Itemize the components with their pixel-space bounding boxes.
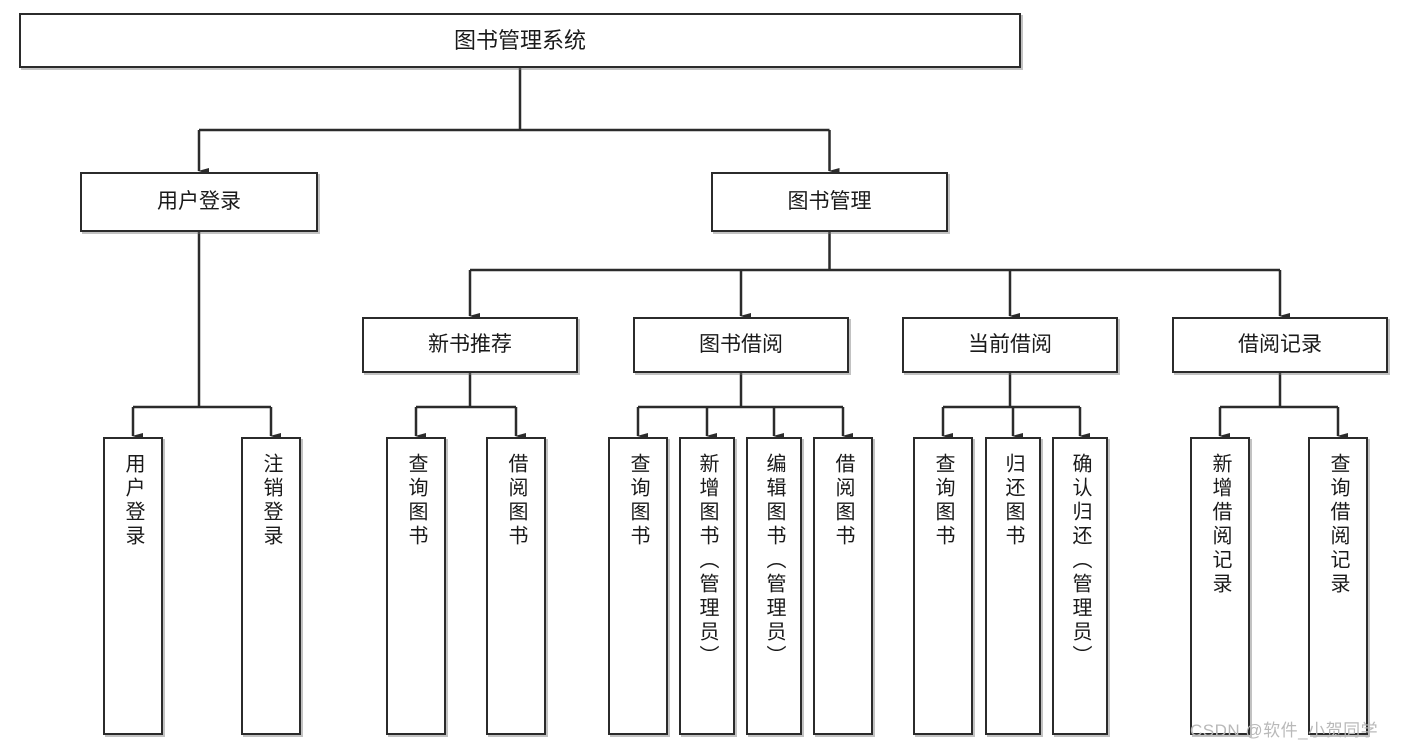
node-label: 借阅记录 xyxy=(1238,332,1322,356)
node-l_cur_3[interactable]: 确认归还（管理员） xyxy=(1052,437,1108,735)
node-current[interactable]: 当前借阅 xyxy=(902,317,1118,373)
node-root[interactable]: 图书管理系统 xyxy=(19,13,1021,68)
node-l_cur_2[interactable]: 归还图书 xyxy=(985,437,1041,735)
node-l_bor_4[interactable]: 借阅图书 xyxy=(813,437,873,735)
node-label: 确认归还（管理员） xyxy=(1069,453,1091,669)
node-l_bor_1[interactable]: 查询图书 xyxy=(608,437,668,735)
node-label: 新增图书（管理员） xyxy=(696,453,718,669)
edge-paths xyxy=(131,68,1348,439)
node-records[interactable]: 借阅记录 xyxy=(1172,317,1388,373)
node-login[interactable]: 用户登录 xyxy=(80,172,318,232)
node-l_cur_1[interactable]: 查询图书 xyxy=(913,437,973,735)
node-label: 查询图书 xyxy=(932,453,954,549)
node-label: 用户登录 xyxy=(122,453,144,549)
node-label: 新书推荐 xyxy=(428,332,512,356)
node-newbook[interactable]: 新书推荐 xyxy=(362,317,578,373)
node-label: 编辑图书（管理员） xyxy=(763,453,785,669)
node-label: 新增借阅记录 xyxy=(1209,453,1231,597)
node-l_login_2[interactable]: 注销登录 xyxy=(241,437,301,735)
node-l_new_2[interactable]: 借阅图书 xyxy=(486,437,546,735)
node-borrow[interactable]: 图书借阅 xyxy=(633,317,849,373)
node-label: 查询图书 xyxy=(405,453,427,549)
node-label: 图书管理系统 xyxy=(453,27,586,53)
node-label: 用户登录 xyxy=(157,189,241,213)
node-l_rec_1[interactable]: 新增借阅记录 xyxy=(1190,437,1250,735)
node-label: 注销登录 xyxy=(260,453,282,549)
node-label: 图书管理 xyxy=(787,189,872,213)
node-bookmgmt[interactable]: 图书管理 xyxy=(711,172,948,232)
node-l_bor_2[interactable]: 新增图书（管理员） xyxy=(679,437,735,735)
node-label: 借阅图书 xyxy=(505,453,527,549)
node-l_rec_2[interactable]: 查询借阅记录 xyxy=(1308,437,1368,735)
node-l_login_1[interactable]: 用户登录 xyxy=(103,437,163,735)
node-label: 查询图书 xyxy=(627,453,649,549)
node-label: 当前借阅 xyxy=(968,332,1052,356)
watermark: CSDN @软件_小贺同学 xyxy=(1190,721,1379,740)
node-label: 归还图书 xyxy=(1002,453,1024,549)
node-label: 借阅图书 xyxy=(832,453,854,549)
node-l_bor_3[interactable]: 编辑图书（管理员） xyxy=(746,437,802,735)
node-label: 图书借阅 xyxy=(699,332,783,356)
node-l_new_1[interactable]: 查询图书 xyxy=(386,437,446,735)
node-label: 查询借阅记录 xyxy=(1327,453,1349,597)
